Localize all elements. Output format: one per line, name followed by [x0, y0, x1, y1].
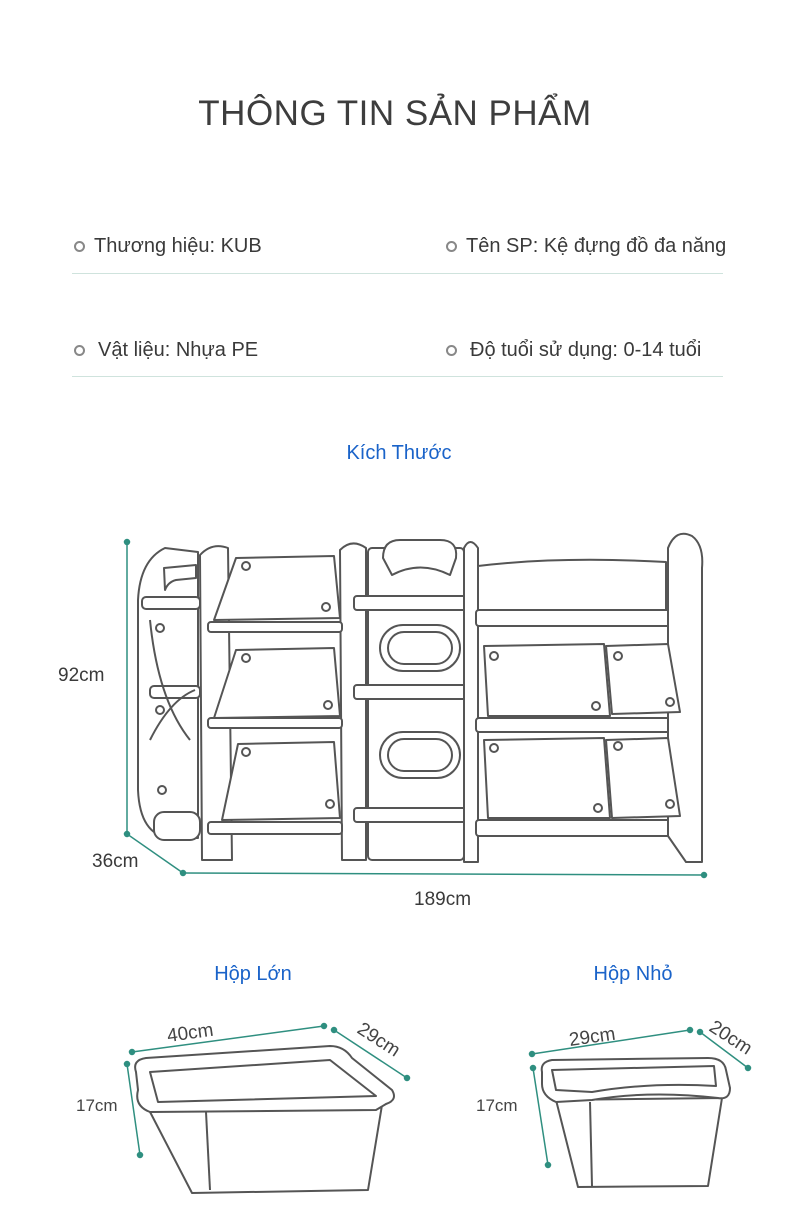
spec-age: Độ tuổi sử dụng: 0-14 tuổi [446, 339, 701, 362]
divider [72, 376, 723, 377]
spec-material-text: Vật liệu: Nhựa PE [98, 339, 259, 361]
large-box-heading: Hộp Lớn [214, 963, 292, 985]
width-label: 189cm [414, 889, 472, 910]
small-box-width: 20cm [705, 1017, 755, 1060]
spec-age-text: Độ tuổi sử dụng: 0-14 tuổi [470, 339, 702, 361]
bullet-icon [74, 345, 85, 356]
spec-material: Vật liệu: Nhựa PE [74, 339, 258, 362]
small-box-heading: Hộp Nhỏ [593, 963, 673, 985]
spec-name-text: Tên SP: Kệ đựng đồ đa năng [466, 235, 727, 257]
large-box-width: 29cm [353, 1019, 403, 1062]
small-box-height: 17cm [476, 1096, 518, 1115]
page-title: THÔNG TIN SẢN PHẨM [198, 94, 592, 133]
small-box-length: 29cm [568, 1024, 617, 1051]
large-box-height: 17cm [76, 1096, 118, 1115]
large-box-icon [134, 1045, 395, 1194]
spec-name: Tên SP: Kệ đựng đồ đa năng [446, 235, 726, 258]
depth-label: 36cm [92, 851, 139, 872]
bullet-icon [446, 345, 457, 356]
bullet-icon [74, 241, 85, 252]
bullet-icon [446, 241, 457, 252]
height-label: 92cm [58, 665, 105, 686]
spec-brand: Thương hiệu: KUB [74, 235, 262, 258]
large-box-length: 40cm [166, 1020, 215, 1047]
small-box-icon [540, 1057, 731, 1188]
dimensions-heading: Kích Thước [346, 442, 452, 464]
divider [72, 273, 723, 274]
spec-brand-text: Thương hiệu: KUB [94, 235, 262, 257]
